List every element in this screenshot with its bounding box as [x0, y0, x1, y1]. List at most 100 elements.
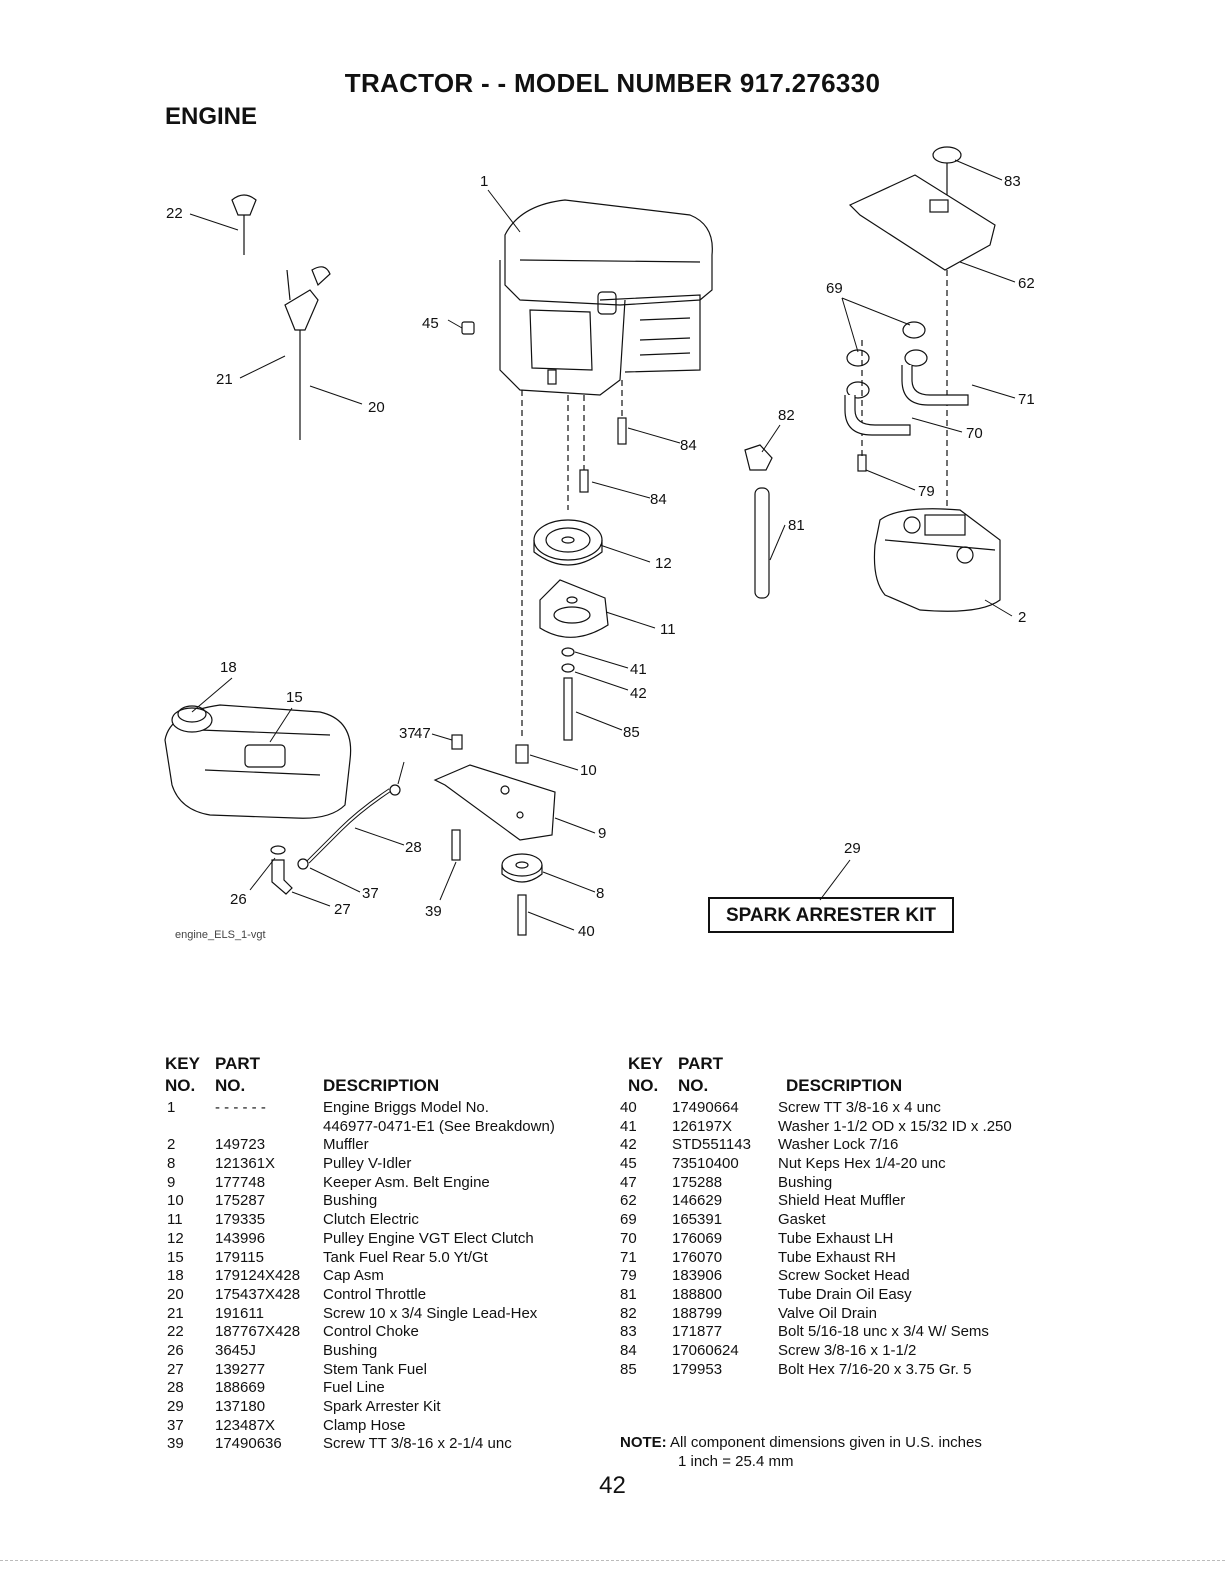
callout-62: 62 — [1018, 275, 1035, 292]
key-cell: 81 — [620, 1285, 637, 1303]
header-description: DESCRIPTION — [323, 1076, 440, 1095]
callout-69: 69 — [826, 280, 843, 297]
key-cell: 82 — [620, 1304, 637, 1322]
callout-84-lower: 84 — [650, 491, 667, 508]
part-number-cell: 3645J — [215, 1341, 256, 1359]
header-key-no: NO. — [165, 1076, 196, 1095]
callout-82: 82 — [778, 407, 795, 424]
table-header: KEY PART NO. NO. DESCRIPTION — [620, 1054, 1070, 1099]
description-cell: Control Choke — [323, 1323, 419, 1341]
description-cell: Nut Keps Hex 1/4-20 unc — [778, 1155, 946, 1173]
description-cell: Screw TT 3/8-16 x 4 unc — [778, 1099, 941, 1116]
part-number-cell: 73510400 — [672, 1155, 739, 1173]
part-number-cell: 179124X428 — [215, 1267, 301, 1285]
callout-42: 42 — [630, 685, 647, 702]
callout-83: 83 — [1004, 173, 1021, 190]
part-number-cell: 165391 — [672, 1211, 723, 1229]
section-heading: ENGINE — [165, 103, 258, 130]
description-cell: Tube Exhaust RH — [778, 1248, 896, 1266]
key-cell: 1 — [167, 1099, 176, 1116]
callout-21: 21 — [216, 371, 233, 388]
description-cell: Valve Oil Drain — [778, 1304, 877, 1322]
table-row: 42 STD551143 Washer Lock 7/16 — [620, 1136, 1070, 1155]
callout-28: 28 — [405, 839, 422, 856]
callout-37-upper: 37 — [399, 725, 416, 742]
key-cell: 21 — [167, 1304, 184, 1322]
page-title: TRACTOR - - MODEL NUMBER 917.276330 — [344, 68, 881, 98]
description-cell: Bushing — [323, 1192, 378, 1210]
description-cell: Bushing — [323, 1341, 378, 1359]
callout-71: 71 — [1018, 391, 1035, 408]
part-number-cell: 139277 — [215, 1360, 266, 1378]
part-number-cell: STD551143 — [672, 1136, 751, 1154]
callout-15: 15 — [286, 689, 303, 706]
callout-29: 29 — [844, 840, 861, 857]
key-cell: 39 — [167, 1435, 184, 1453]
table-header: KEY PART NO. NO. DESCRIPTION — [165, 1054, 605, 1099]
key-cell: 28 — [167, 1379, 184, 1397]
callout-47: 47 — [414, 725, 431, 742]
part-number-cell: 143996 — [215, 1229, 266, 1247]
description-cell: Tube Exhaust LH — [778, 1229, 894, 1247]
description-cell: Screw Socket Head — [778, 1267, 910, 1285]
description-cell: Keeper Asm. Belt Engine — [323, 1173, 490, 1191]
header-part: PART — [678, 1054, 724, 1073]
description-cell: Fuel Line — [323, 1379, 385, 1397]
key-cell: 9 — [167, 1173, 176, 1191]
callout-12: 12 — [655, 555, 672, 572]
callout-45: 45 — [422, 315, 439, 332]
description-cell: Washer Lock 7/16 — [778, 1136, 899, 1154]
key-cell: 42 — [620, 1136, 637, 1154]
description-cell: Gasket — [778, 1211, 826, 1229]
callout-2: 2 — [1018, 609, 1026, 626]
callout-40: 40 — [578, 923, 595, 940]
description-cell: Spark Arrester Kit — [323, 1398, 441, 1415]
key-cell: 62 — [620, 1192, 637, 1210]
part-number-cell: - - - - - - — [215, 1099, 266, 1116]
description-cell: Clutch Electric — [323, 1211, 419, 1229]
part-number-cell: 17490636 — [215, 1435, 282, 1453]
key-cell: 26 — [167, 1341, 184, 1359]
description-cell: Screw 3/8-16 x 1-1/2 — [778, 1341, 917, 1359]
key-cell: 70 — [620, 1229, 637, 1247]
description-cell: Shield Heat Muffler — [778, 1192, 906, 1210]
callout-26: 26 — [230, 891, 247, 908]
key-cell: 37 — [167, 1416, 184, 1434]
key-cell: 40 — [620, 1099, 637, 1116]
header-description: DESCRIPTION — [786, 1076, 903, 1095]
key-cell: 85 — [620, 1360, 637, 1378]
note-label: NOTE: — [620, 1434, 667, 1451]
part-number-cell: 177748 — [215, 1173, 266, 1191]
page-bottom-rule — [0, 1560, 1225, 1561]
description-cell: Cap Asm — [323, 1267, 384, 1285]
note-line-2: 1 inch = 25.4 mm — [678, 1453, 794, 1470]
page-number: 42 — [599, 1472, 626, 1499]
key-cell: 79 — [620, 1267, 637, 1285]
description-cell: Pulley Engine VGT Elect Clutch — [323, 1229, 534, 1247]
table-row: 18 179124X428 Cap Asm — [165, 1267, 605, 1286]
callout-39: 39 — [425, 903, 442, 920]
description-cell: Bolt Hex 7/16-20 x 3.75 Gr. 5 — [778, 1360, 972, 1378]
description-cell: Stem Tank Fuel — [323, 1360, 427, 1378]
key-cell: 18 — [167, 1267, 184, 1285]
part-number-cell: 179335 — [215, 1211, 266, 1229]
exploded-parts-diagram: 1 2 8 9 10 11 12 15 18 20 21 22 26 27 28… — [164, 146, 1035, 941]
callout-81: 81 — [788, 517, 805, 534]
header-key-no: NO. — [628, 1076, 659, 1095]
